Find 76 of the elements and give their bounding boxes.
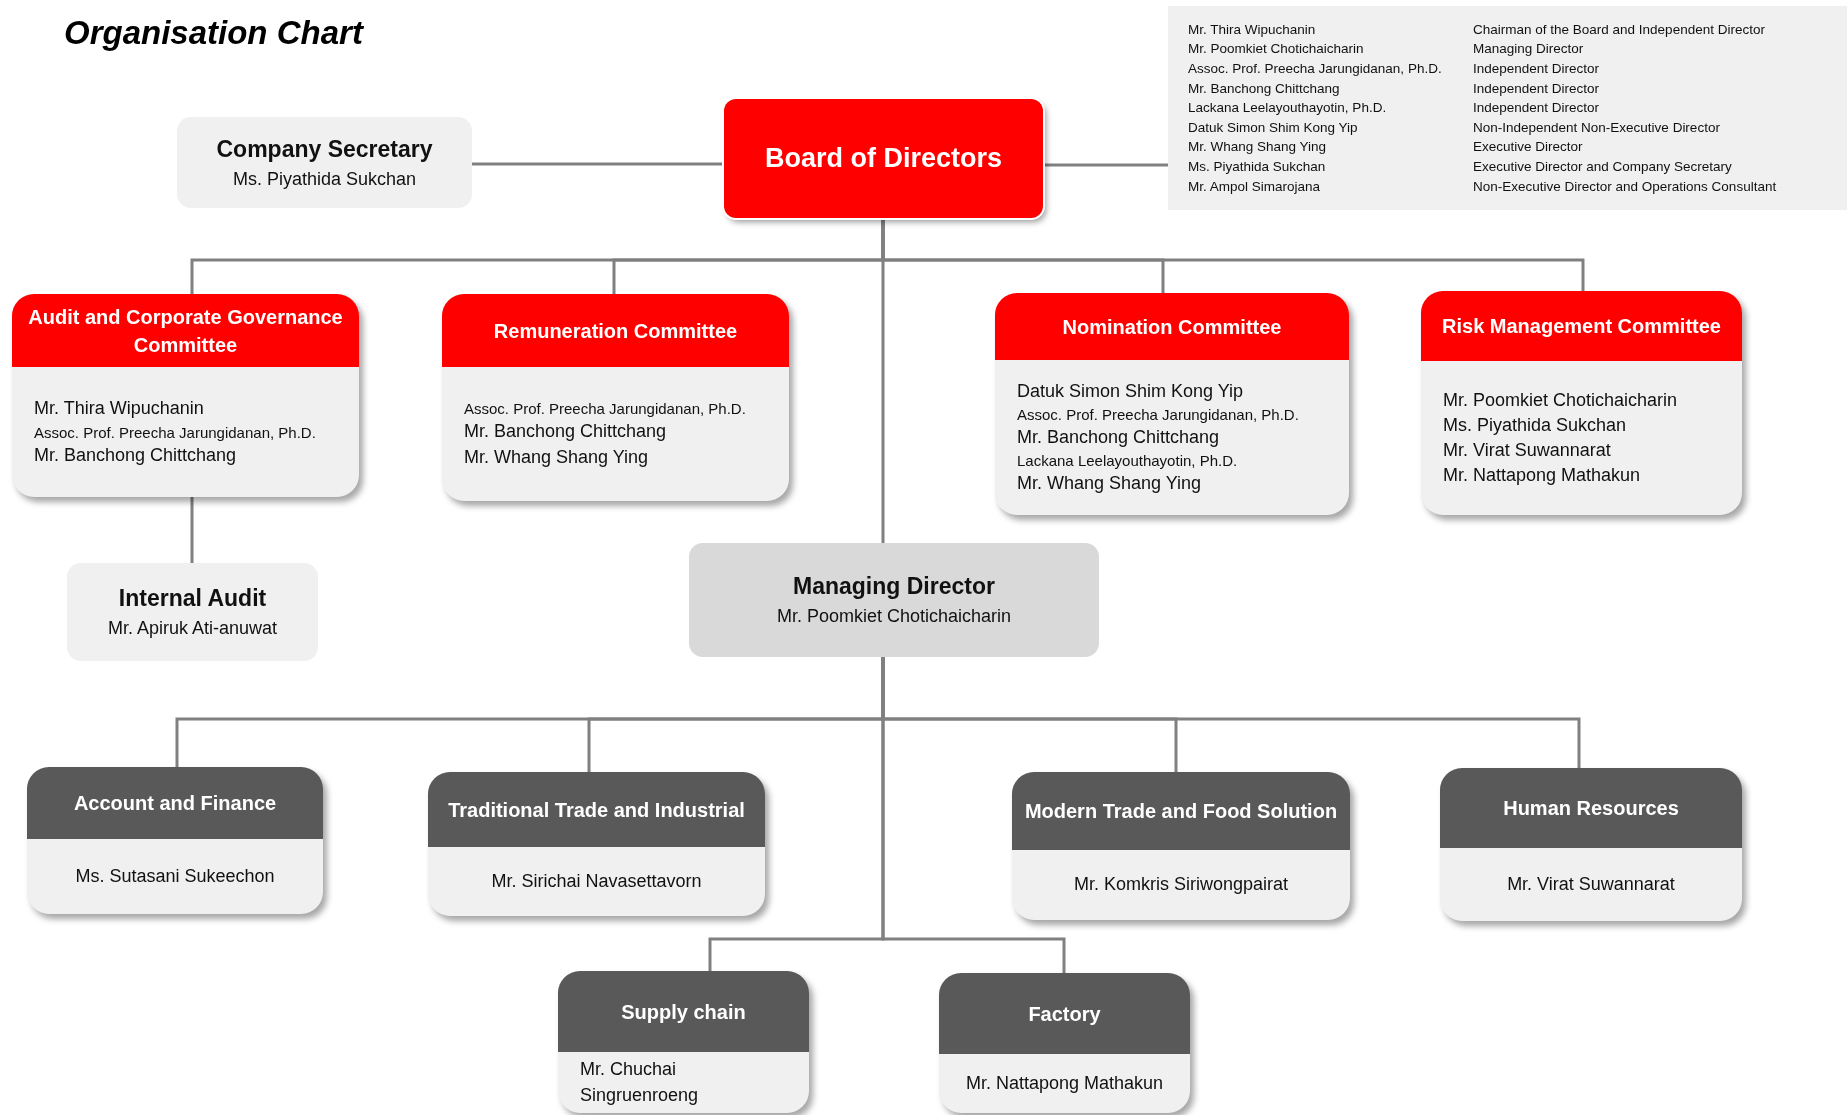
card-header: Account and Finance [27,767,323,839]
card-header: Traditional Trade and Industrial [428,772,765,847]
director-name: Mr. Whang Shang Ying [1188,138,1328,157]
member-name: Assoc. Prof. Preecha Jarungidanan, Ph.D. [464,399,747,420]
member-name: Mr. Virat Suwannarat [1443,439,1612,462]
member-name: Mr. Komkris Siriwongpairat [1073,873,1289,897]
position-box [67,563,318,661]
member-name: Mr. Nattapong Mathakun [965,1071,1164,1095]
position-title: Managing Director [793,573,995,600]
chart-title: Organisation Chart [64,14,363,52]
member-name: Mr. Banchong Chittchang [464,420,668,444]
member-name: Mr. Banchong Chittchang [1017,425,1221,449]
member-name: Mr. Whang Shang Ying [464,445,650,469]
member-name: Mr. Banchong Chittchang [34,443,238,467]
director-role: Non-Executive Director and Operations Consultant [1473,177,1778,196]
card-header: Nomination Committee [995,293,1349,360]
member-name: Mr. Thira Wipuchanin [34,397,205,421]
department-card [1421,291,1742,515]
department-card [12,294,359,497]
director-role: Non-Independent Non-Executive Director [1473,118,1721,137]
position-box [177,117,472,208]
card-header: Audit and Corporate Governance Committee [12,294,359,367]
person-name: Ms. Piyathida Sukchan [232,168,417,190]
connector-line [881,657,1066,973]
department-card [995,293,1349,515]
member-name: Mr. Sirichai Navasettavorn [491,869,702,893]
member-name: Mr. Poomkiet Chotichaicharin [1443,388,1679,412]
member-name: Mr. Chuchai Singruenroeng [580,1058,700,1107]
person-name: Mr. Poomkiet Chotichaicharin [776,606,1012,627]
director-name: Assoc. Prof. Preecha Jarungidanan, Ph.D. [1188,60,1443,78]
director-role: Independent Director [1473,99,1601,118]
card-header: Remuneration Committee [442,294,789,367]
member-name: Ms. Sutasani Sukeechon [75,864,275,888]
director-role: Independent Director [1473,60,1601,78]
connector-line [1043,163,1168,167]
card-header: Risk Management Committee [1421,291,1742,361]
connector-line [881,218,885,543]
director-role: Chairman of the Board and Independent Director [1473,20,1766,39]
director-role: Executive Director and Company Secretary [1473,158,1733,176]
department-card [442,294,789,501]
position-box [689,543,1099,657]
director-list-panel [1168,6,1847,210]
director-role: Managing Director [1473,40,1585,59]
director-name: Lackana Leelayouthayotin, Ph.D. [1188,99,1388,118]
board-box: Board of Directors [724,99,1043,218]
director-name: Mr. Thira Wipuchanin [1188,20,1317,39]
department-card [428,772,765,916]
member-name: Mr. Nattapong Mathakun [1443,464,1642,488]
card-header: Modern Trade and Food Solution [1012,772,1350,850]
department-card [1440,768,1742,921]
department-card [27,767,323,914]
director-name: Ms. Piyathida Sukchan [1188,158,1327,176]
connector-line [472,162,724,166]
member-name: Assoc. Prof. Preecha Jarungidanan, Ph.D. [1017,404,1300,425]
position-title: Company Secretary [216,135,433,163]
department-card [939,973,1190,1113]
position-title: Internal Audit [118,585,267,612]
member-name: Assoc. Prof. Preecha Jarungidanan, Ph.D. [34,422,317,443]
card-header: Supply chain [558,971,809,1052]
member-name: Datuk Simon Shim Kong Yip [1017,379,1245,403]
director-name: Mr. Banchong Chittchang [1188,79,1341,98]
director-role: Independent Director [1473,79,1601,98]
director-name: Datuk Simon Shim Kong Yip [1188,118,1359,137]
member-name: Ms. Piyathida Sukchan [1443,413,1628,437]
director-role: Executive Director [1473,138,1584,157]
director-name: Mr. Poomkiet Chotichaicharin [1188,40,1365,59]
department-card [558,971,809,1113]
connector-line [190,497,194,563]
person-name: Mr. Apiruk Ati-anuwat [107,618,278,639]
director-name: Mr. Ampol Simarojana [1188,177,1322,196]
member-name: Mr. Virat Suwannarat [1507,872,1675,896]
member-name: Mr. Whang Shang Ying [1017,472,1203,496]
card-header: Factory [939,973,1190,1054]
department-card [1012,772,1350,920]
card-header: Human Resources [1440,768,1742,848]
member-name: Lackana Leelayouthayotin, Ph.D. [1017,451,1239,472]
